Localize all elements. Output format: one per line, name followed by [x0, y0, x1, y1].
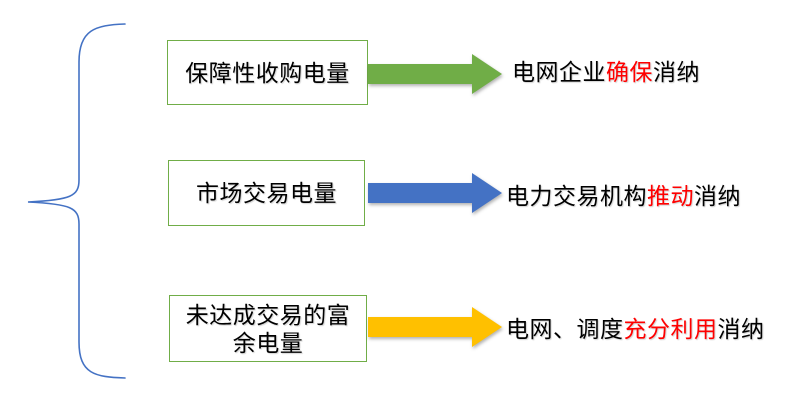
left-brace-path — [27, 23, 126, 379]
result-prefix: 电网、调度 — [506, 316, 624, 342]
result-suffix: 消纳 — [717, 316, 765, 342]
category-box-surplus-untraded: 未达成交易的富余电量 — [169, 295, 367, 362]
arrow-shape — [368, 173, 502, 213]
result-suffix: 消纳 — [653, 59, 700, 85]
blue-right-arrow-icon — [368, 173, 502, 213]
green-right-arrow-icon — [368, 54, 502, 94]
result-text-grid-company: 电网企业确保消纳 — [512, 60, 700, 84]
result-text-grid-dispatch: 电网、调度充分利用消纳 — [506, 317, 765, 341]
result-text-trading-institution: 电力交易机构推动消纳 — [506, 184, 741, 208]
arrow-shape — [368, 307, 502, 347]
gold-right-arrow-icon — [368, 307, 502, 347]
arrow-shape — [368, 54, 502, 94]
category-box-label: 未达成交易的富余电量 — [185, 301, 351, 356]
category-box-market-traded: 市场交易电量 — [168, 160, 365, 226]
result-prefix: 电力交易机构 — [506, 183, 647, 209]
result-suffix: 消纳 — [694, 183, 741, 209]
result-prefix: 电网企业 — [512, 59, 606, 85]
result-highlight: 充分利用 — [623, 316, 718, 342]
category-box-label: 市场交易电量 — [196, 180, 337, 206]
category-box-label: 保障性收购电量 — [185, 59, 350, 86]
category-box-guaranteed-purchase: 保障性收购电量 — [167, 40, 368, 105]
result-highlight: 推动 — [647, 183, 694, 209]
left-brace — [27, 23, 126, 379]
result-highlight: 确保 — [606, 59, 653, 85]
